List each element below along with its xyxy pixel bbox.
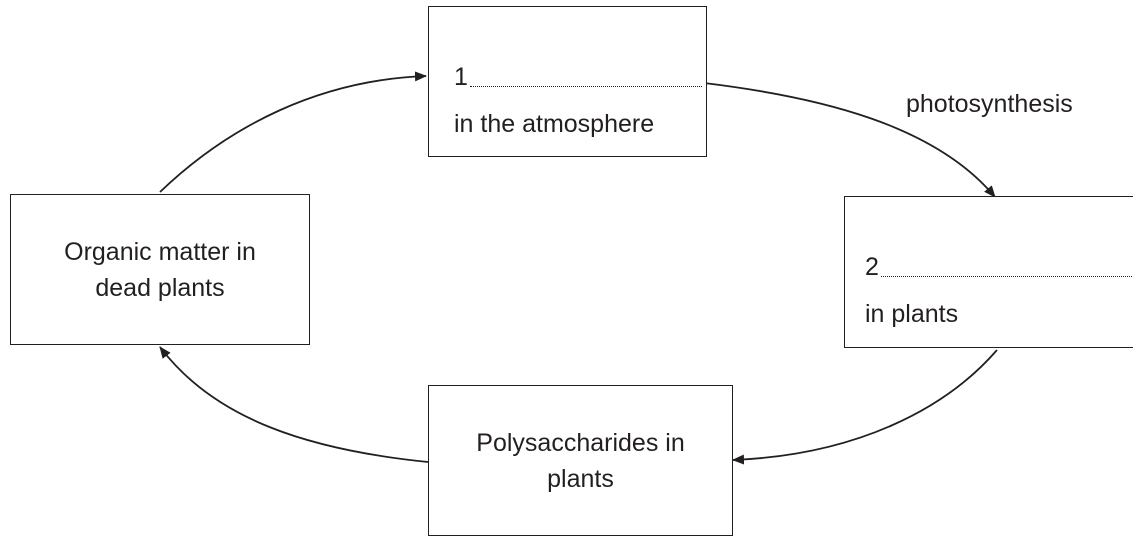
photosynthesis-label: photosynthesis (906, 90, 1073, 118)
arrow-polysaccharides-to-dead-plants (159, 346, 429, 463)
blank-answer-2[interactable]: 2 (865, 249, 1133, 285)
dotted-answer-line-2 (880, 276, 1133, 277)
polysaccharides-box: Polysaccharides in plants (428, 385, 733, 536)
arrow-atmosphere-to-plants (703, 82, 996, 198)
dead-plants-box-line1: Organic matter in (64, 237, 256, 266)
polysaccharides-box-line1: Polysaccharides in (476, 428, 685, 457)
plants-box: 2 in plants (844, 196, 1133, 348)
arrow-plants-to-polysaccharides (732, 349, 998, 465)
dotted-answer-line-1 (469, 86, 702, 87)
arrow-dead-plants-to-atmosphere (159, 71, 427, 193)
polysaccharides-box-line2: plants (547, 464, 614, 493)
atmosphere-box: 1 in the atmosphere (428, 6, 707, 157)
plants-box-text: in plants (865, 300, 959, 328)
dead-plants-box: Organic matter in dead plants (10, 194, 310, 345)
blank-number-2: 2 (865, 253, 879, 281)
blank-number-1: 1 (454, 63, 468, 91)
dead-plants-box-line2: dead plants (95, 273, 225, 302)
atmosphere-box-text: in the atmosphere (454, 110, 655, 138)
blank-answer-1[interactable]: 1 (454, 59, 706, 95)
